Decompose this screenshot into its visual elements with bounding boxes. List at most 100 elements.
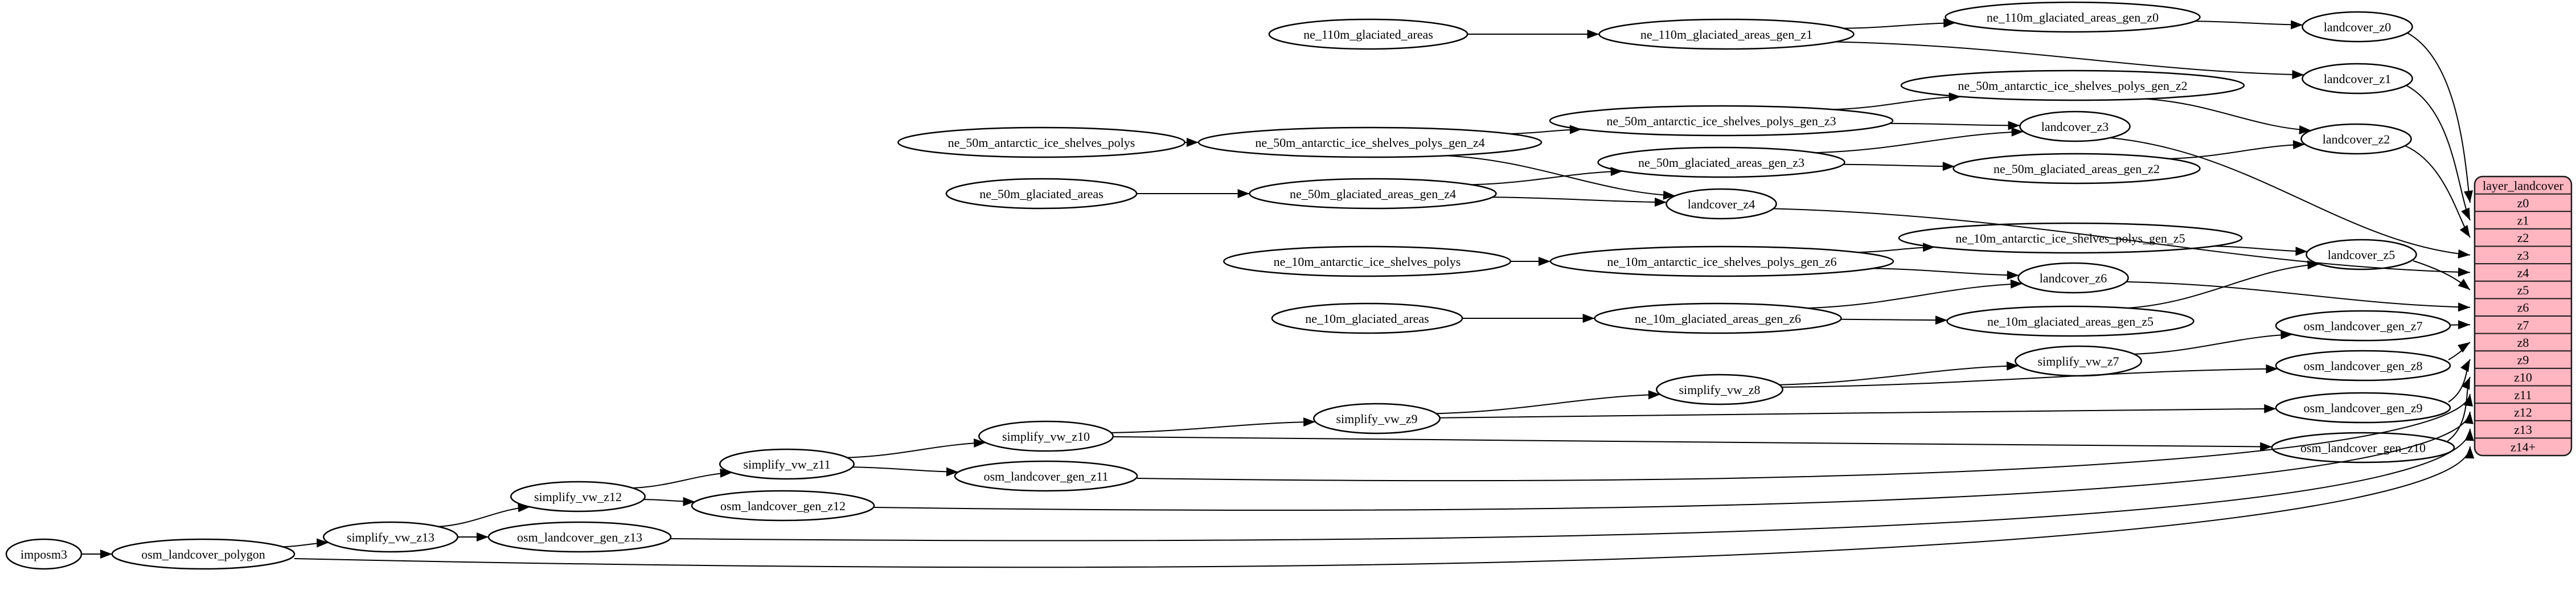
node-label-n10g: ne_10m_glaciated_areas — [1305, 311, 1429, 326]
edge-n50gg3-n50gg2 — [1843, 162, 1955, 171]
node-n50gg3 — [1597, 146, 1845, 178]
node-label-og7: osm_landcover_gen_z7 — [2304, 319, 2423, 333]
table-row-z3: z3 — [2517, 248, 2529, 263]
node-label-poly: osm_landcover_polygon — [141, 547, 265, 561]
table-row-z14+: z14+ — [2511, 440, 2536, 454]
table-row-z12: z12 — [2514, 405, 2532, 419]
node-n110g0 — [1945, 1, 2201, 33]
edge-n10sg6-n10sg5 — [1857, 243, 1935, 253]
edge-s9-og9 — [1439, 404, 2276, 419]
node-label-lz1: landcover_z1 — [2324, 72, 2392, 86]
node-label-n50gg3: ne_50m_glaciated_areas_gen_z3 — [1638, 155, 1804, 170]
edge-n10sg5-lz5 — [2213, 245, 2308, 256]
node-n10sg5 — [1898, 222, 2243, 254]
edge-og9-table-z9 — [2448, 359, 2471, 403]
node-label-s9: simplify_vw_z9 — [1336, 412, 1418, 426]
node-label-n10gg6: ne_10m_glaciated_areas_gen_z6 — [1635, 311, 1801, 326]
edge-n50sg3-n50sg2 — [1833, 92, 1961, 110]
node-label-n110g0: ne_110m_glaciated_areas_gen_z0 — [1987, 10, 2159, 24]
node-label-s8: simplify_vw_z8 — [1679, 383, 1761, 397]
edge-n50gg4-n50gg3 — [1471, 167, 1623, 186]
node-label-imposm: imposm3 — [20, 547, 67, 561]
edge-s12-s11 — [633, 468, 732, 489]
table-row-z8: z8 — [2517, 335, 2529, 350]
edge-n10sg6-lz6 — [1872, 268, 2019, 280]
edge-n50sg3-lz3 — [1889, 121, 2020, 130]
node-n10g — [1271, 302, 1463, 334]
node-s13 — [323, 521, 458, 553]
node-label-lz2: landcover_z2 — [2323, 132, 2390, 146]
node-label-n10gg5: ne_10m_glaciated_areas_gen_z5 — [1987, 314, 2153, 329]
edge-n50gg4-lz4 — [1492, 196, 1667, 207]
edge-s13-s12 — [438, 503, 530, 527]
edge-s11-s10 — [847, 438, 986, 458]
node-label-n50s: ne_50m_antarctic_ice_shelves_polys — [948, 136, 1135, 150]
edge-n10gg6-n10gg5 — [1840, 315, 1948, 325]
node-n10sg6 — [1549, 245, 1894, 277]
node-s8 — [1656, 374, 1783, 405]
node-og7 — [2275, 310, 2451, 342]
edge-lz4-table-z4 — [1773, 208, 2471, 277]
node-label-n50g: ne_50m_glaciated_areas — [979, 187, 1103, 201]
node-label-s13: simplify_vw_z13 — [347, 530, 434, 544]
edge-n110g1-n110g0 — [1843, 18, 1956, 29]
node-label-s10: simplify_vw_z10 — [1002, 429, 1090, 444]
node-label-og12: osm_landcover_gen_z12 — [720, 499, 846, 513]
table-row-z5: z5 — [2517, 283, 2529, 297]
edge-s12-og12 — [643, 497, 695, 506]
node-label-lz0: landcover_z0 — [2324, 20, 2392, 34]
edge-n10gg5-lz5 — [2127, 260, 2320, 309]
edge-lz6-table-z6 — [2126, 281, 2471, 312]
edge-s9-s8 — [1436, 390, 1660, 415]
node-label-n50sg2: ne_50m_antarctic_ice_shelves_polys_gen_z… — [1958, 79, 2187, 93]
node-label-lz3: landcover_z3 — [2041, 120, 2109, 134]
table-row-z11: z11 — [2515, 388, 2532, 402]
table-row-z6: z6 — [2517, 301, 2529, 315]
node-label-lz4: landcover_z4 — [1688, 197, 1755, 211]
edge-lz1-table-z1 — [2406, 85, 2471, 221]
node-s12 — [510, 481, 646, 512]
table-row-z1: z1 — [2517, 214, 2529, 228]
node-lz2 — [2300, 123, 2412, 155]
node-label-og11: osm_landcover_gen_z11 — [983, 469, 1108, 483]
table-title: layer_landcover — [2483, 178, 2563, 192]
table-row-z7: z7 — [2517, 318, 2529, 332]
edge-og13-table-z13 — [670, 428, 2474, 542]
node-label-n50gg4: ne_50m_glaciated_areas_gen_z4 — [1290, 187, 1456, 201]
node-label-s11: simplify_vw_z11 — [743, 457, 830, 471]
node-s10 — [978, 420, 1114, 452]
node-label-n50sg3: ne_50m_antarctic_ice_shelves_polys_gen_z… — [1606, 114, 1836, 128]
edge-og11-table-z11 — [1137, 393, 2473, 482]
node-label-n110: ne_110m_glaciated_areas — [1303, 27, 1433, 42]
edge-n110g1-lz1 — [1835, 41, 2304, 79]
node-n50sg4 — [1197, 126, 1543, 158]
edge-lz5-table-z5 — [2413, 260, 2471, 290]
edge-n110g0-lz0 — [2194, 20, 2303, 30]
edge-poly-table-z14+ — [294, 446, 2475, 568]
edge-lz2-table-z2 — [2405, 145, 2471, 238]
node-label-n10s: ne_10m_antarctic_ice_shelves_polys — [1274, 255, 1461, 269]
edge-n50gg2-lz2 — [2169, 140, 2306, 159]
edge-s8-og8 — [1782, 364, 2278, 388]
edge-n50gg3-lz3 — [1815, 127, 2024, 154]
node-label-n50gg2: ne_50m_glaciated_areas_gen_z2 — [1993, 162, 2160, 176]
table-row-z13: z13 — [2514, 423, 2532, 437]
edge-n50sg2-lz2 — [2144, 98, 2311, 134]
node-label-n110g1: ne_110m_glaciated_areas_gen_z1 — [1640, 27, 1812, 42]
edge-lz3-table-z3 — [2110, 137, 2471, 259]
edge-poly-s13 — [282, 538, 329, 548]
edge-n50sg4-n50sg3 — [1509, 125, 1582, 134]
edge-og12-table-z12 — [873, 411, 2474, 511]
edge-s10-og10 — [1113, 436, 2273, 452]
node-label-og10: osm_landcover_gen_z10 — [2300, 441, 2426, 455]
table-row-z10: z10 — [2514, 370, 2532, 384]
edge-s11-og11 — [852, 466, 959, 477]
node-label-og8: osm_landcover_gen_z8 — [2304, 359, 2423, 373]
node-n50sg3 — [1549, 105, 1894, 137]
edge-og10-table-z10 — [2447, 376, 2471, 442]
node-label-n10sg6: ne_10m_antarctic_ice_shelves_polys_gen_z… — [1607, 255, 1836, 269]
node-n110 — [1268, 18, 1469, 50]
table-row-z2: z2 — [2517, 231, 2529, 245]
